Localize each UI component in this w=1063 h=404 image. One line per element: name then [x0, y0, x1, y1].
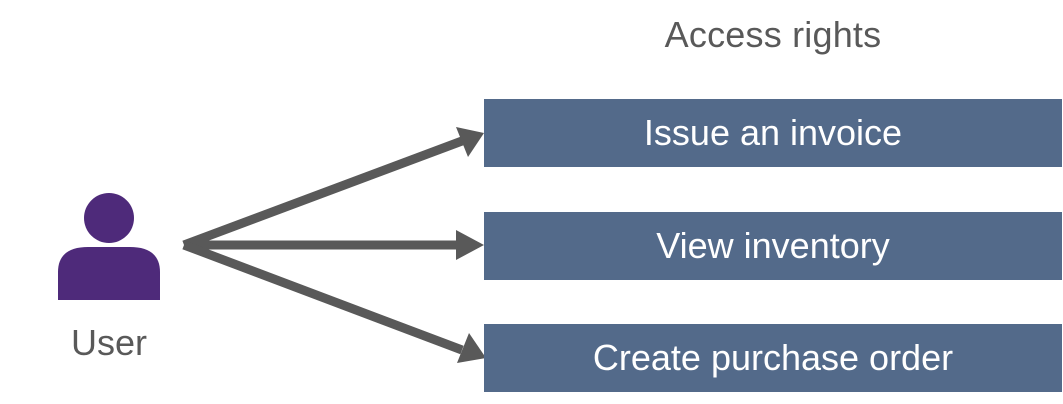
right-box-issue-invoice: Issue an invoice [484, 99, 1062, 167]
arrow-to-view-inventory-head [456, 230, 484, 260]
right-label-issue-invoice: Issue an invoice [643, 112, 903, 153]
diagram-title: Access rights [664, 14, 882, 55]
user-icon [58, 193, 160, 300]
user-label: User [70, 322, 147, 363]
arrow-to-issue-invoice-head [456, 127, 484, 157]
arrow-to-create-purchase-order-head [457, 333, 486, 363]
user-icon-head [84, 193, 134, 243]
right-label-create-purchase-order: Create purchase order [592, 337, 954, 378]
right-box-view-inventory: View inventory [484, 212, 1062, 280]
arrow-to-create-purchase-order-line [182, 240, 464, 355]
right-label-view-inventory: View inventory [656, 225, 890, 266]
user-icon-body [58, 247, 160, 300]
right-box-create-purchase-order: Create purchase order [484, 324, 1062, 392]
arrow-to-issue-invoice-line [182, 136, 464, 250]
